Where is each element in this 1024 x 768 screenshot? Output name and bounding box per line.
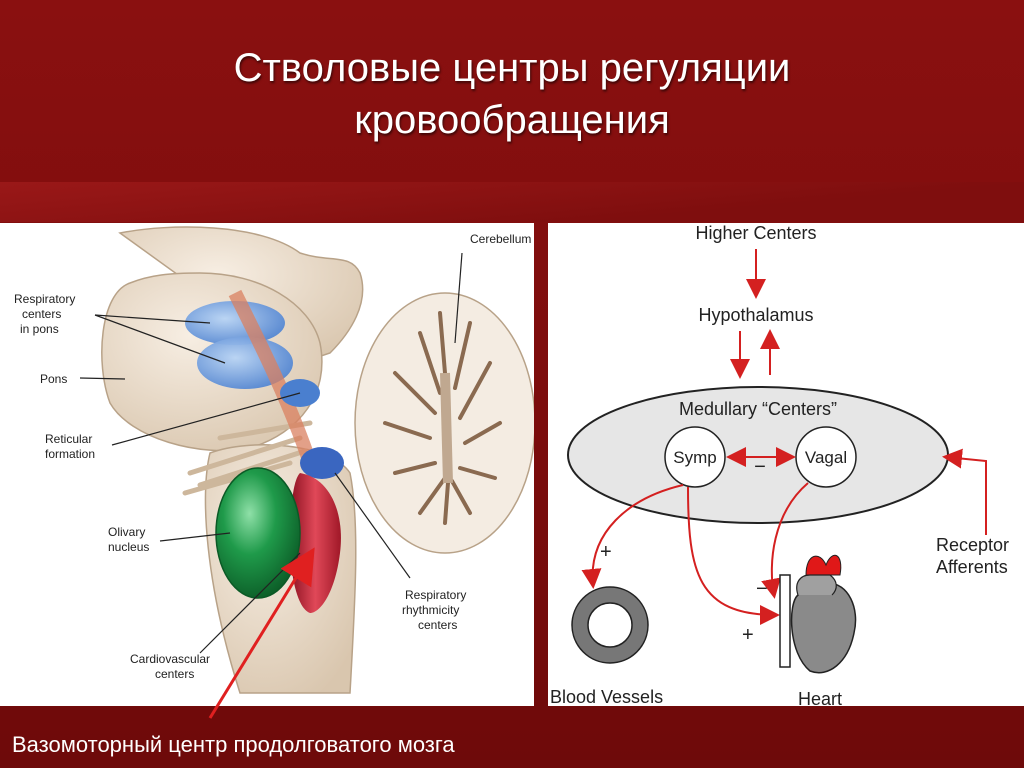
regulation-diagram-panel: Higher Centers Hypothalamus Medullary “C…: [548, 223, 1024, 709]
brainstem-illustration-panel: Cerebellum Respiratory centers in pons P…: [0, 223, 536, 706]
label-blood-vessels: Blood Vessels: [550, 687, 663, 706]
slide-title: Стволовые центры регуляции кровообращени…: [0, 42, 1024, 146]
slide-caption: Вазомоторный центр продолговатого мозга: [12, 732, 455, 757]
label-symp: Symp: [673, 448, 716, 467]
label-minus-heart: −: [756, 578, 768, 600]
label-olivary-2: nucleus: [108, 540, 149, 554]
label-rhythmicity-2: rhythmicity: [402, 603, 459, 617]
blood-vessel-inner: [587, 602, 633, 648]
symp-node: [664, 426, 726, 488]
label-higher-centers: Higher Centers: [695, 223, 816, 243]
label-receptor-2: Afferents: [936, 557, 1008, 577]
brainstem-illustration: Cerebellum Respiratory centers in pons P…: [14, 226, 536, 694]
respiratory-rhythmicity-center: [300, 447, 344, 479]
arrow-receptor-afferents: [942, 448, 987, 535]
label-minus-between: −: [754, 456, 766, 478]
label-reticular-1: Reticular: [45, 432, 92, 446]
heart-icon: [779, 554, 857, 674]
label-respiratory-pons-1: Respiratory: [14, 292, 75, 306]
arrow-symp-to-vessels: [581, 484, 684, 589]
label-plus-heart: +: [742, 624, 754, 646]
label-cardiovascular-1: Cardiovascular: [130, 652, 210, 666]
vagal-node: [795, 426, 857, 488]
arrow-vagal-to-heart: [761, 482, 809, 599]
label-cardiovascular-2: centers: [155, 667, 194, 681]
label-plus-vessels: +: [600, 541, 612, 563]
label-rhythmicity-1: Respiratory: [405, 588, 466, 602]
label-rhythmicity-3: centers: [418, 618, 457, 632]
label-respiratory-pons-3: in pons: [20, 322, 59, 336]
label-receptor-1: Receptor: [936, 535, 1009, 555]
title-band: [0, 182, 1024, 222]
label-medullary-centers: Medullary “Centers”: [679, 399, 837, 419]
cerebellum-center: [440, 372, 453, 484]
arrow-symp-to-heart: [687, 486, 780, 625]
label-reticular-2: formation: [45, 447, 95, 461]
label-olivary-1: Olivary: [108, 525, 145, 539]
regulation-diagram: Higher Centers Hypothalamus Medullary “C…: [550, 223, 1009, 709]
label-heart: Heart: [798, 689, 842, 706]
label-vagal: Vagal: [805, 448, 847, 467]
label-cerebellum: Cerebellum: [470, 232, 531, 246]
slide-title-line-2: кровообращения: [354, 98, 670, 142]
label-pons: Pons: [40, 372, 67, 386]
cerebellum-folia: [383, 311, 502, 525]
blood-vessel-ring: [572, 587, 648, 663]
label-respiratory-pons-2: centers: [22, 307, 61, 321]
blood-vessel-outer: [571, 586, 649, 664]
reticular-strip: [228, 289, 317, 466]
label-hypothalamus: Hypothalamus: [698, 305, 813, 325]
slide-title-line-1: Стволовые центры регуляции: [233, 46, 791, 90]
